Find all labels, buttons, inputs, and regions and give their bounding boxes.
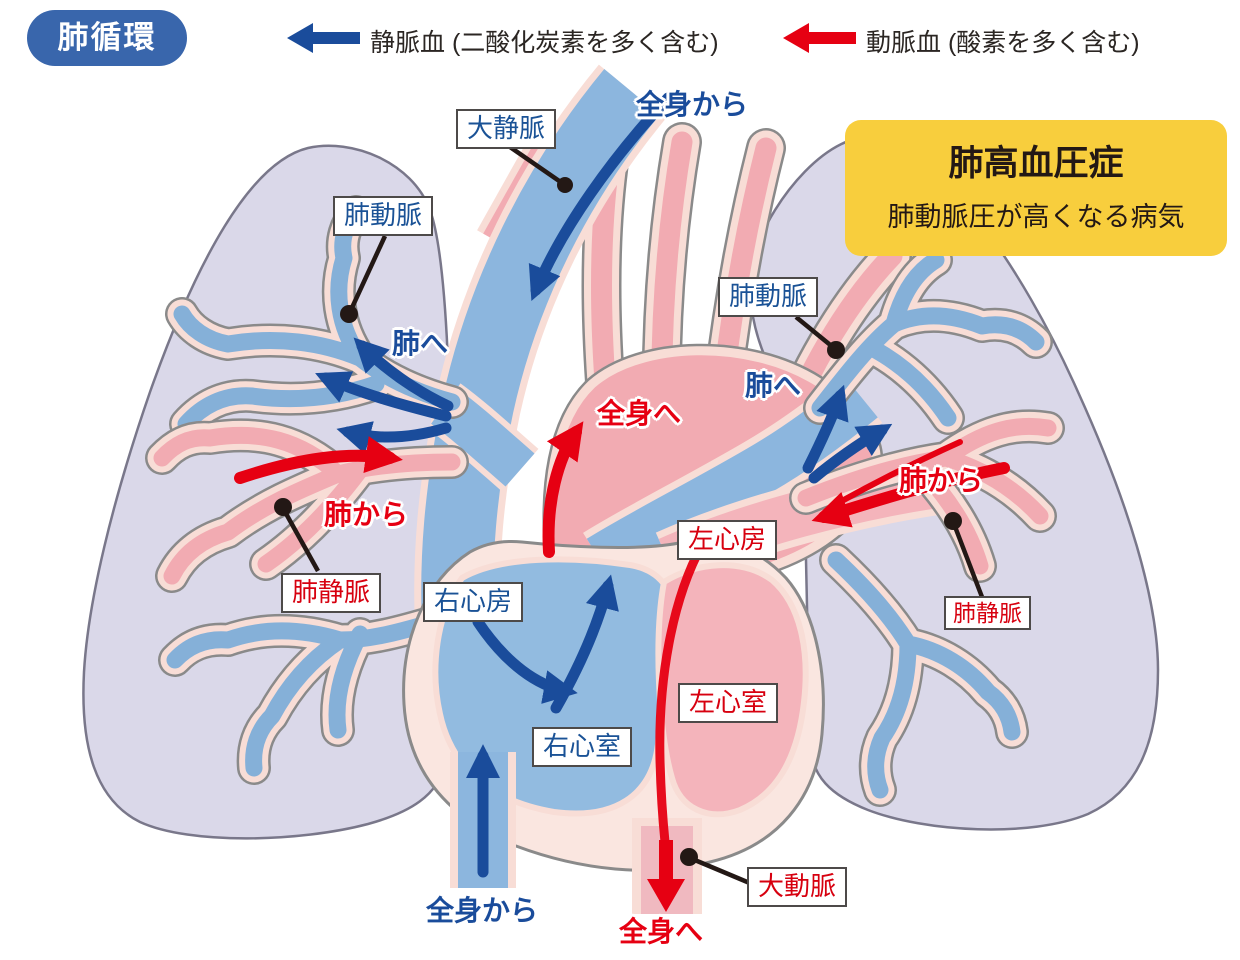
label-right-atrium: 右心房 (423, 582, 524, 622)
label-right-ventricle: 右心室 (532, 727, 633, 767)
arterial-arrow-icon (783, 23, 856, 53)
label-left-ventricle: 左心室 (678, 683, 779, 723)
arterial-flow-arrows (234, 421, 1010, 558)
flow-to-lung-right: 肺へ (745, 370, 802, 401)
label-pulmonary-vein-right: 肺静脈 (944, 596, 1031, 631)
right-lung-artery-tree (803, 243, 1053, 435)
label-vena-cava: 大静脈 (456, 109, 557, 149)
venous-arrow-icon (287, 23, 360, 53)
flow-to-body-center: 全身へ (597, 398, 682, 429)
legend-venous-label: 静脈血 (二酸化炭素を多く含む) (370, 29, 719, 57)
flow-from-body-top: 全身から (636, 89, 749, 120)
left-lung-lower-tree (158, 603, 457, 785)
callout-title: 肺高血圧症 (948, 144, 1124, 183)
flow-from-lung-right: 肺から (899, 465, 984, 496)
label-aorta: 大動脈 (747, 867, 848, 907)
label-pulmonary-artery-left: 肺動脈 (333, 196, 434, 236)
flow-from-body-bottom: 全身から (426, 895, 539, 926)
label-connectors (282, 145, 985, 887)
callout-subtitle: 肺動脈圧が高くなる病気 (887, 202, 1185, 232)
superior-vena-cava-core (421, 69, 660, 630)
venous-flow-arrows (315, 92, 893, 878)
aorta-stream-line (655, 540, 707, 847)
right-lung-lower-tree (819, 543, 1029, 807)
label-left-atrium: 左心房 (677, 520, 778, 560)
label-pulmonary-vein-left: 肺静脈 (281, 573, 382, 613)
right-lung-vein-tree (789, 409, 1065, 583)
legend-arterial-label: 動脈血 (酸素を多く含む) (866, 29, 1140, 57)
label-pulmonary-artery-right: 肺動脈 (718, 277, 819, 317)
to-body-bottom-arrowhead (647, 879, 685, 912)
flow-from-lung-left: 肺から (324, 499, 409, 530)
flow-to-lung-left: 肺へ (392, 328, 449, 359)
pulmonary-hypertension-callout: 肺高血圧症 肺動脈圧が高くなる病気 (845, 120, 1227, 256)
aortic-arch-branches (581, 122, 912, 475)
label-connector-dots (274, 177, 962, 866)
flow-to-body-bottom: 全身へ (619, 916, 704, 947)
title-badge: 肺循環 (27, 10, 187, 66)
